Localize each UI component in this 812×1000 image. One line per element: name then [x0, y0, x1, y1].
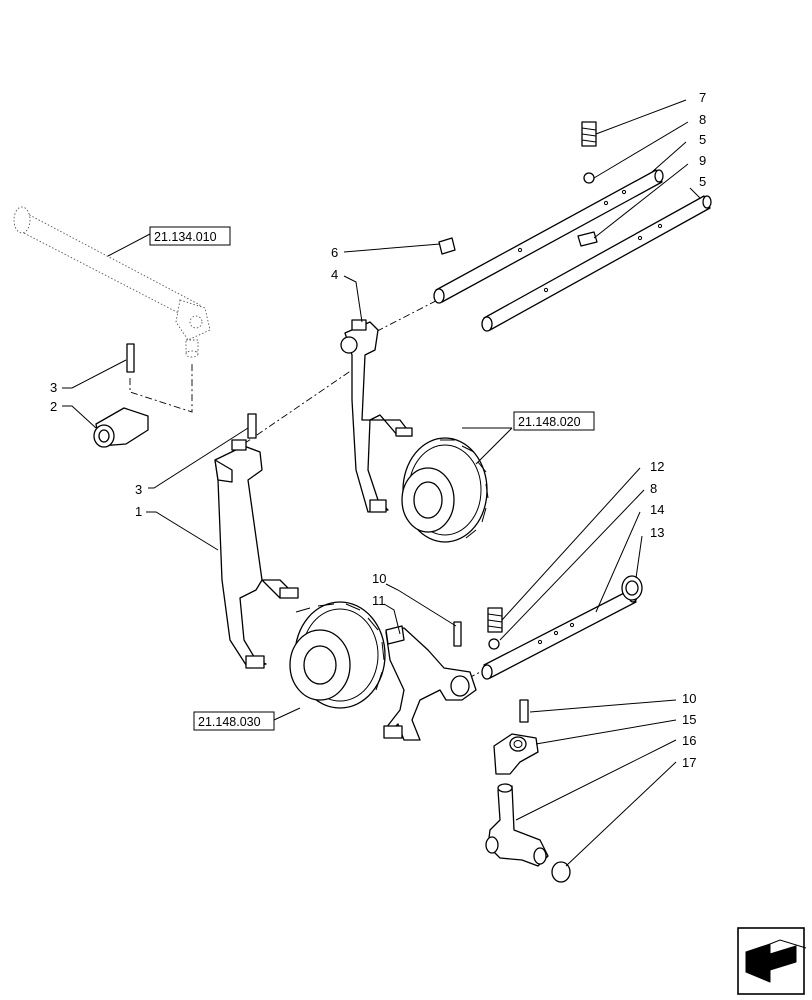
- pin-10-right: [519, 699, 529, 723]
- ball-8-lower: [488, 638, 500, 650]
- callout-2: 2: [50, 399, 57, 414]
- callout-3: 3: [135, 482, 142, 497]
- callout-10-fork: 10: [372, 571, 386, 586]
- ball-8: [583, 172, 595, 184]
- callout-11: 11: [372, 593, 386, 608]
- plunger-6: [438, 237, 456, 255]
- callout-labels: 7 8 5 9 5 6 4 3 2 3 1 12 8 14 13 10 11 1…: [50, 90, 706, 770]
- o-ring-17: [551, 861, 571, 883]
- pin-9: [577, 231, 598, 247]
- callout-8-lower: 8: [650, 481, 657, 496]
- shift-fork-1: [214, 439, 299, 669]
- callout-12: 12: [650, 459, 664, 474]
- callout-3-left: 3: [50, 380, 57, 395]
- ref-label-21-148-020: 21.148.020: [518, 415, 581, 429]
- callout-1: 1: [135, 504, 142, 519]
- callout-16: 16: [682, 733, 696, 748]
- callout-10-lever: 10: [682, 691, 696, 706]
- leader-lines: [62, 99, 701, 867]
- ref-box-21-148-020[interactable]: 21.148.020: [513, 411, 595, 431]
- spring-7: [581, 121, 597, 147]
- gear-lower: [289, 601, 386, 709]
- callout-8-top: 8: [699, 112, 706, 127]
- bushing-13: [621, 575, 643, 601]
- callout-13: 13: [650, 525, 664, 540]
- ghost-shaft-assembly: [13, 206, 211, 358]
- ref-box-21-148-030[interactable]: 21.148.030: [193, 711, 275, 731]
- back-arrow-icon[interactable]: [737, 927, 807, 995]
- shift-rod-lower: [481, 195, 712, 332]
- axis-line-fork1: [231, 369, 353, 453]
- spring-12: [487, 607, 503, 633]
- bracket-2: [93, 407, 149, 448]
- shift-fork-11: [383, 625, 477, 741]
- ref-label-21-134-010: 21.134.010: [154, 230, 217, 244]
- callout-4: 4: [331, 267, 338, 282]
- arm-15: [493, 733, 539, 775]
- pin-3-left: [126, 343, 135, 373]
- callout-9: 9: [699, 153, 706, 168]
- callout-15: 15: [682, 712, 696, 727]
- lever-16: [485, 783, 549, 867]
- shift-fork-4: [340, 319, 413, 513]
- callout-14: 14: [650, 502, 664, 517]
- callout-7: 7: [699, 90, 706, 105]
- callout-5-lower: 5: [699, 174, 706, 189]
- callout-6: 6: [331, 245, 338, 260]
- pin-10-left: [453, 621, 462, 647]
- ref-box-21-134-010[interactable]: 21.134.010: [149, 226, 231, 246]
- shift-rod-upper: [433, 169, 664, 304]
- callout-17: 17: [682, 755, 696, 770]
- pin-3-upper: [247, 413, 257, 439]
- axis-line-bracket: [129, 362, 193, 413]
- callout-5-top: 5: [699, 132, 706, 147]
- gear-upper: [401, 437, 489, 543]
- ref-label-21-148-030: 21.148.030: [198, 715, 261, 729]
